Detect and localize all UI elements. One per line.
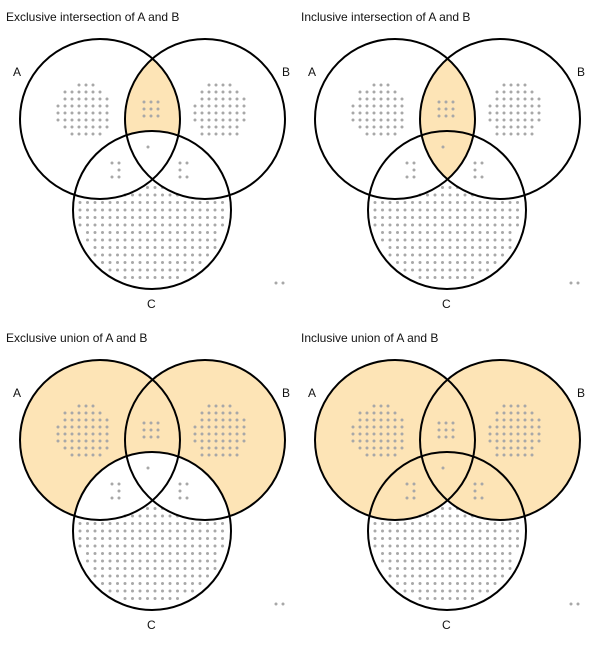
set-label-b: B bbox=[577, 386, 586, 400]
set-label-c: C bbox=[442, 618, 451, 632]
panel-exclusive-intersection: Exclusive intersection of A and B A B C bbox=[0, 0, 300, 325]
set-label-c: C bbox=[442, 297, 451, 311]
panel-title: Inclusive intersection of A and B bbox=[301, 10, 471, 24]
panel-exclusive-union: Exclusive union of A and B A B C bbox=[0, 321, 300, 646]
panel-title: Exclusive intersection of A and B bbox=[6, 10, 180, 24]
venn-diagram bbox=[314, 38, 581, 290]
set-label-a: A bbox=[13, 386, 22, 400]
venn-diagram bbox=[19, 38, 286, 290]
set-label-a: A bbox=[308, 386, 317, 400]
set-c-circle bbox=[72, 451, 232, 611]
set-c-circle bbox=[72, 130, 232, 290]
set-label-c: C bbox=[147, 297, 156, 311]
set-label-b: B bbox=[282, 386, 291, 400]
panel-inclusive-union: Inclusive union of A and B A B C bbox=[295, 321, 595, 646]
panel-title: Inclusive union of A and B bbox=[301, 331, 439, 345]
set-a-circle bbox=[314, 38, 476, 200]
set-a-circle bbox=[19, 38, 181, 200]
set-c-circle bbox=[367, 451, 527, 611]
shaded-region-abc bbox=[420, 452, 475, 520]
set-label-b: B bbox=[577, 65, 586, 79]
set-label-b: B bbox=[282, 65, 291, 79]
set-label-a: A bbox=[13, 65, 22, 79]
panel-title: Exclusive union of A and B bbox=[6, 331, 148, 345]
set-c-circle bbox=[367, 130, 527, 290]
set-b-circle bbox=[419, 38, 581, 200]
shaded-region-abc bbox=[420, 131, 475, 199]
set-a-circle bbox=[19, 359, 181, 521]
dot-pattern bbox=[351, 404, 580, 606]
dot-pattern bbox=[56, 404, 285, 606]
dot-pattern bbox=[56, 83, 285, 285]
set-b-circle bbox=[124, 38, 286, 200]
set-b-circle bbox=[124, 359, 286, 521]
set-b-circle bbox=[419, 359, 581, 521]
set-a-circle bbox=[314, 359, 476, 521]
set-label-a: A bbox=[308, 65, 317, 79]
venn-diagram bbox=[314, 359, 581, 611]
venn-diagram bbox=[19, 359, 286, 611]
panel-inclusive-intersection: Inclusive intersection of A and B A B C bbox=[295, 0, 595, 325]
set-label-c: C bbox=[147, 618, 156, 632]
